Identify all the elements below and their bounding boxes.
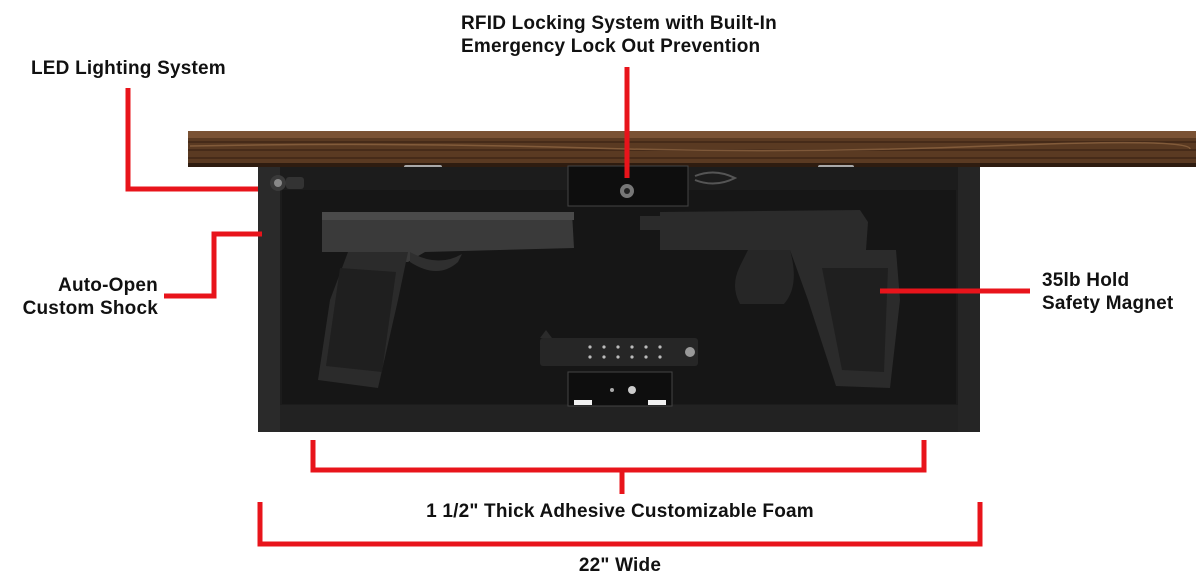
label-foam: 1 1/2" Thick Adhesive Customizable Foam xyxy=(426,501,814,522)
magazine xyxy=(540,330,698,366)
callout-lines xyxy=(125,67,1030,547)
callout-shock xyxy=(164,231,262,299)
wood-shelf xyxy=(188,131,1196,167)
magnet-cable xyxy=(694,171,738,185)
label-magnet-line-1: 35lb Hold xyxy=(1042,270,1130,291)
label-led-lighting: LED Lighting System xyxy=(31,58,226,79)
label-rfid-line-2: Emergency Lock Out Prevention xyxy=(461,36,761,57)
callout-foam-bracket xyxy=(310,440,927,473)
lower-magnet-module xyxy=(567,371,673,407)
label-rfid-line-1: RFID Locking System with Built-In xyxy=(461,13,777,34)
pistol-right xyxy=(640,210,900,388)
callout-width-bracket xyxy=(257,502,983,547)
label-auto-open-shock: Auto-Open Custom Shock xyxy=(8,274,158,320)
label-shock-line-1: Auto-Open xyxy=(58,275,158,296)
label-rfid-locking-system: RFID Locking System with Built-In Emerge… xyxy=(461,12,777,58)
label-shock-line-2: Custom Shock xyxy=(22,298,158,319)
label-safety-magnet: 35lb Hold Safety Magnet xyxy=(1042,269,1173,315)
rfid-lock-module xyxy=(567,165,689,207)
led-light xyxy=(270,175,304,191)
label-magnet-line-2: Safety Magnet xyxy=(1042,293,1174,314)
label-width: 22" Wide xyxy=(578,555,662,576)
callout-led xyxy=(125,88,258,192)
pistol-left xyxy=(318,212,574,388)
